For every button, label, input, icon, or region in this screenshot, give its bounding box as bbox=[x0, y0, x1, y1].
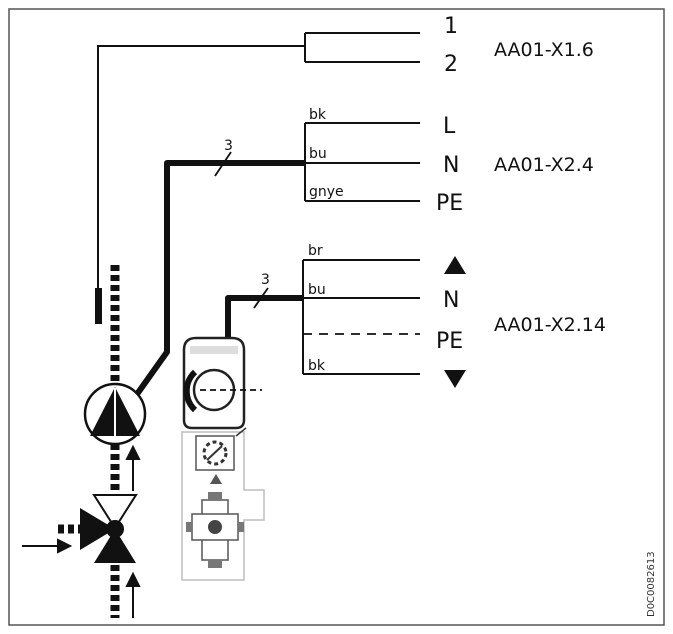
x1-6-wiring bbox=[97, 32, 420, 290]
valve-actuator-icon bbox=[182, 336, 262, 430]
wire-count-lower: 3 bbox=[261, 272, 270, 288]
terminal-pe-upper: PE bbox=[436, 191, 463, 216]
wire-label-bk-lower: bk bbox=[308, 358, 326, 374]
sensor-cable-bar bbox=[95, 288, 102, 324]
terminal-pe-lower: PE bbox=[436, 329, 463, 354]
document-id: D0C0082613 bbox=[646, 551, 657, 617]
three-way-valve-icon bbox=[80, 494, 138, 563]
flow-arrow-icon bbox=[125, 444, 141, 491]
terminal-n-lower: N bbox=[443, 288, 459, 313]
terminal-block-x2-14: AA01-X2.14 bbox=[494, 314, 606, 336]
terminal-l: L bbox=[443, 114, 456, 139]
wire-label-gnye: gnye bbox=[309, 184, 344, 200]
terminal-block-x1-6: AA01-X1.6 bbox=[494, 39, 594, 61]
wire-label-br: br bbox=[308, 243, 323, 259]
x2-4-wiring bbox=[127, 122, 420, 406]
terminal-pin-2: 2 bbox=[444, 52, 458, 77]
wire-label-bu-upper: bu bbox=[309, 146, 327, 162]
pipe-dashed bbox=[58, 265, 120, 618]
wire-label-bk-upper: bk bbox=[309, 107, 327, 123]
diagram-frame bbox=[8, 8, 665, 626]
inlet-arrow-icon bbox=[22, 538, 73, 554]
valve-body-icon bbox=[186, 492, 244, 568]
wire-count-upper: 3 bbox=[224, 138, 233, 154]
triangle-up-icon bbox=[444, 256, 466, 274]
terminal-block-x2-4: AA01-X2.4 bbox=[494, 154, 594, 176]
flow-arrow-icon bbox=[125, 571, 141, 618]
circulation-pump-icon bbox=[83, 382, 147, 446]
triangle-down-icon bbox=[444, 370, 466, 388]
x2-14-wiring bbox=[225, 259, 420, 375]
terminal-pin-1: 1 bbox=[444, 14, 458, 39]
valve-adapter-icon bbox=[181, 427, 265, 581]
terminal-n-upper: N bbox=[443, 153, 459, 178]
wire-label-bu-lower: bu bbox=[308, 282, 326, 298]
